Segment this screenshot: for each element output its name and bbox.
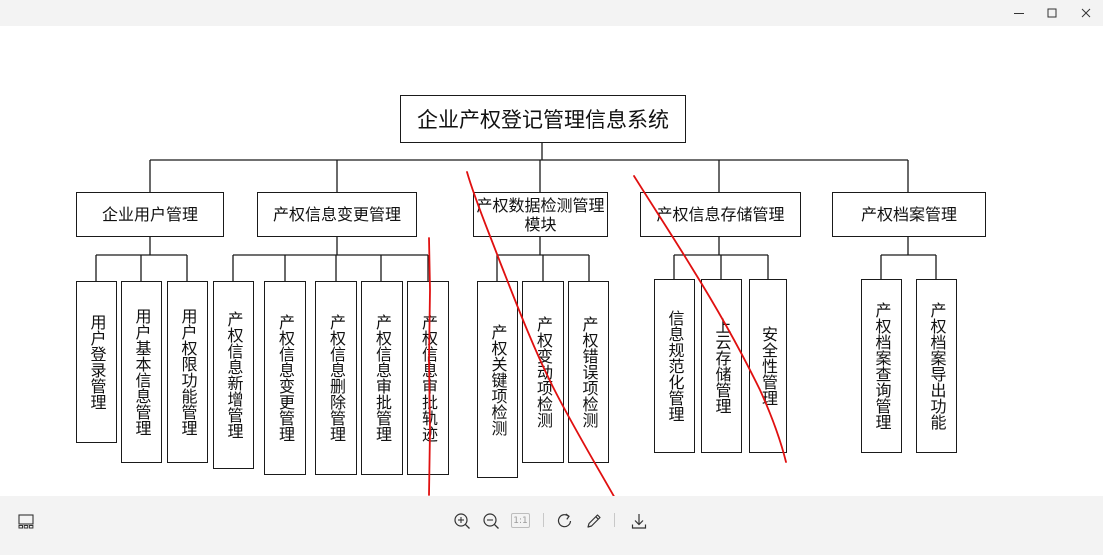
zoom-out-button[interactable] [478,508,504,534]
leaf-2-5: 产权信息审批轨迹 [407,281,449,475]
leaf-4-3: 安全性管理 [749,279,787,453]
minimize-icon [1014,13,1024,14]
leaf-3-1: 产权关键项检测 [477,281,518,478]
module-3: 产权数据检测管理模块 [473,192,608,237]
ink-line-diagonal-2 [633,175,787,463]
leaf-2-1: 产权信息新增管理 [213,281,254,469]
thumbnail-icon [18,514,34,529]
module-4: 产权信息存储管理 [640,192,801,237]
close-icon [1081,8,1091,18]
leaf-4-2: 上云存储管理 [701,279,742,453]
diagram-root: 企业产权登记管理信息系统 [400,95,686,143]
leaf-3-2: 产权变动项检测 [522,281,564,463]
leaf-1-3: 用户权限功能管理 [167,281,208,463]
maximize-button[interactable] [1038,3,1066,23]
edit-button[interactable] [581,508,607,534]
maximize-icon [1047,8,1057,18]
toolbar-separator [614,513,615,527]
viewer-toolbar [0,496,1103,555]
leaf-5-2: 产权档案导出功能 [916,279,957,453]
leaf-4-1: 信息规范化管理 [654,279,695,453]
ink-line-vertical [428,237,431,496]
rotate-button[interactable] [552,508,578,534]
module-1: 企业用户管理 [76,192,224,237]
zoom-in-button[interactable] [449,508,475,534]
leaf-5-1: 产权档案查询管理 [861,279,902,453]
leaf-2-3: 产权信息删除管理 [315,281,357,475]
actual-size-button[interactable]: 1:1 [511,513,530,528]
title-bar [0,0,1103,26]
edit-pen-icon [587,514,601,528]
leaf-1-1: 用户登录管理 [76,281,117,443]
download-button[interactable] [626,508,652,534]
minimize-button[interactable] [1005,3,1033,23]
close-button[interactable] [1072,3,1100,23]
zoom-out-icon [483,513,499,529]
module-2: 产权信息变更管理 [257,192,417,237]
leaf-3-3: 产权错误项检测 [568,281,609,463]
module-5: 产权档案管理 [832,192,986,237]
leaf-2-4: 产权信息审批管理 [361,281,403,475]
toolbar-separator [543,513,544,527]
thumbnail-button[interactable] [13,508,39,534]
ink-line-diagonal-1 [466,171,621,508]
download-icon [631,514,647,529]
leaf-1-2: 用户基本信息管理 [121,281,162,463]
leaf-2-2: 产权信息变更管理 [264,281,306,475]
zoom-in-icon [454,513,470,529]
rotate-icon [557,513,572,528]
